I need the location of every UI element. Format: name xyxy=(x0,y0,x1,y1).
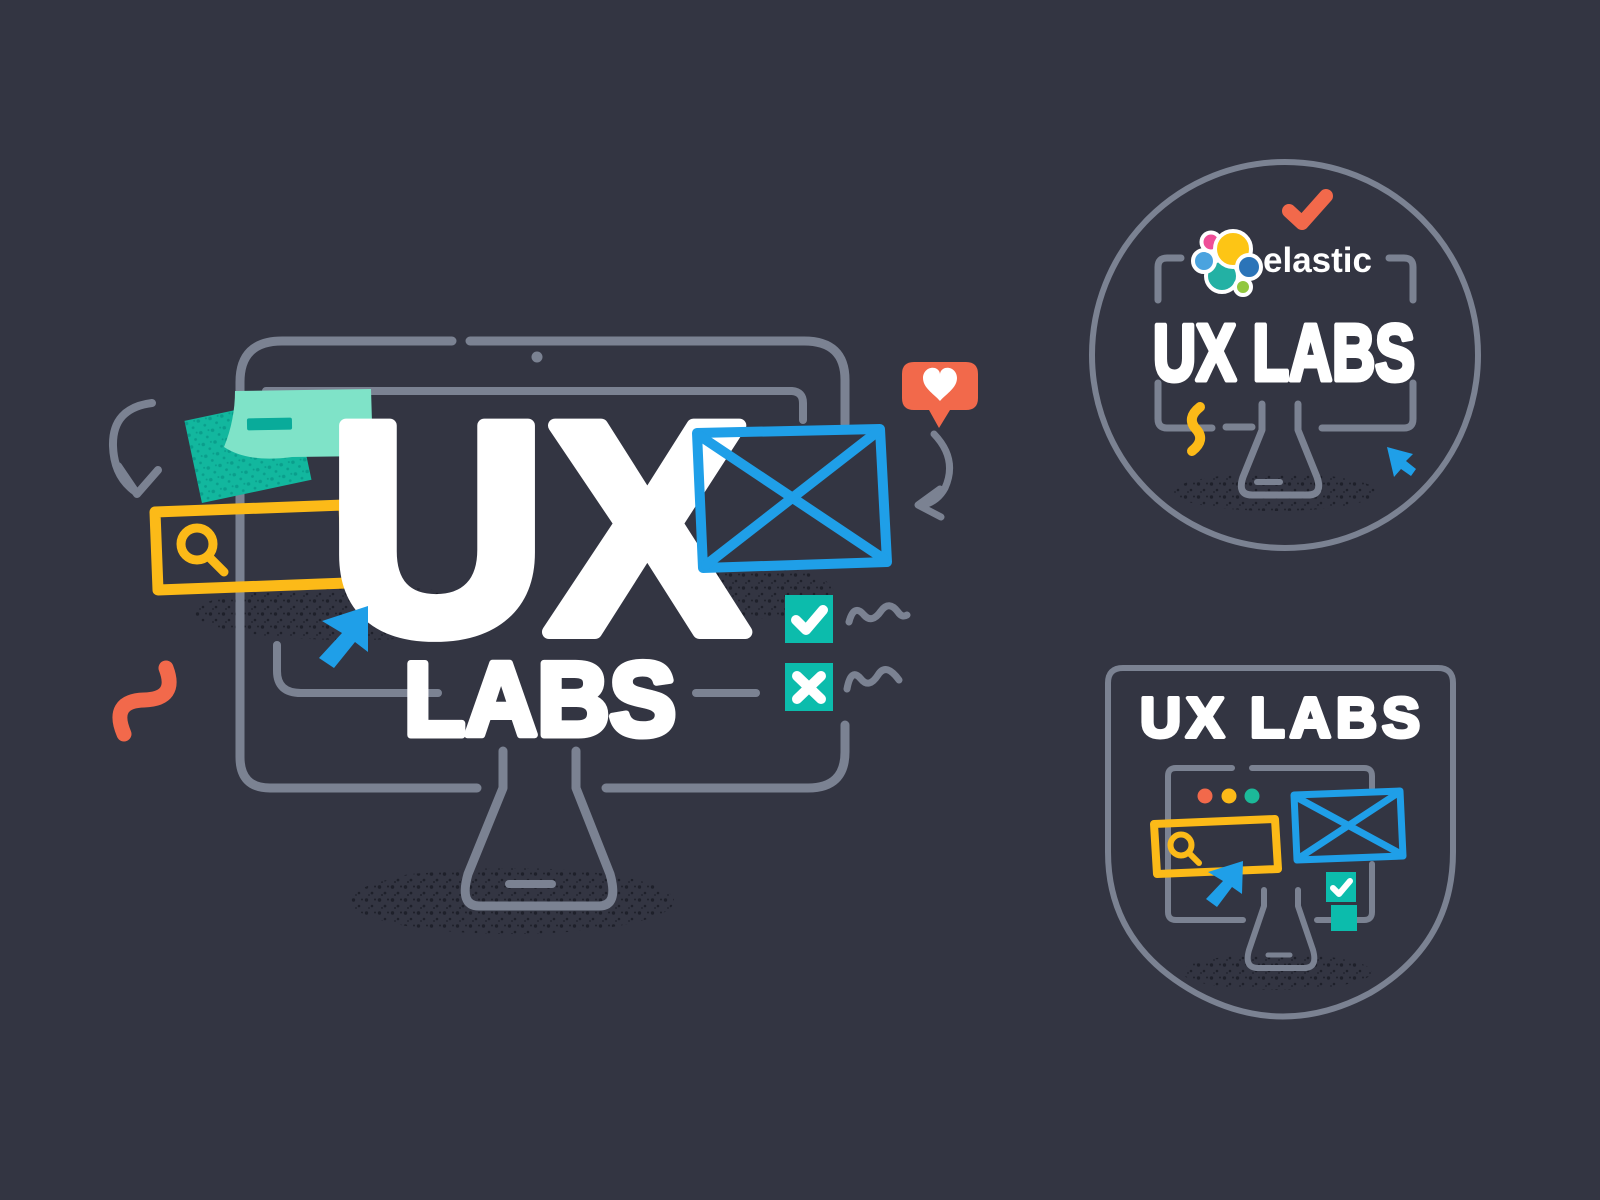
yellow-squiggle xyxy=(1186,402,1206,456)
shield-check-square-icon xyxy=(1326,872,1356,902)
shield-cursor-icon xyxy=(1206,861,1243,907)
shield-outline xyxy=(1105,665,1456,1020)
image-placeholder-icon xyxy=(692,424,892,573)
main-word-labs: LABS xyxy=(404,642,676,758)
shield-badge-title: UX LABS xyxy=(1140,686,1420,750)
circle-badge-monitor xyxy=(1154,254,1417,499)
shield-image-placeholder-icon xyxy=(1290,787,1407,864)
curved-arrow-left-icon xyxy=(108,399,162,498)
browser-dots xyxy=(1197,788,1260,804)
dot-orange xyxy=(1197,788,1213,804)
camera-dot xyxy=(531,351,543,363)
elastic-wordmark: elastic xyxy=(1263,241,1372,280)
search-bar xyxy=(149,499,353,596)
shield-search-icon xyxy=(1167,831,1202,866)
sticky-note-front xyxy=(224,389,373,459)
orange-squiggle xyxy=(112,660,177,742)
sticky-notes-icon xyxy=(184,389,373,504)
elastic-logo xyxy=(1191,229,1263,297)
circle-badge-title: UX LABS xyxy=(1153,308,1415,397)
main-illustration: UX LABS xyxy=(108,336,978,934)
stipple-shadows xyxy=(194,567,834,934)
scribble-lines xyxy=(843,602,911,693)
dot-yellow xyxy=(1221,788,1237,804)
heart-icon xyxy=(923,367,957,401)
dot-teal xyxy=(1244,788,1260,804)
circle-outline xyxy=(1089,159,1481,551)
checkmark-icon xyxy=(1282,189,1333,230)
shield-monitor xyxy=(1165,765,1375,971)
curved-arrow-right-icon xyxy=(914,430,954,521)
cursor-icon xyxy=(319,606,368,668)
search-icon xyxy=(176,523,229,577)
shield-badge: UX LABS xyxy=(1105,665,1456,1020)
shield-badge-shadow xyxy=(1182,954,1372,990)
flask-stand xyxy=(460,746,618,911)
monitor-outline xyxy=(235,336,850,793)
circle-badge: elastic UX LABS xyxy=(1089,159,1481,551)
shield-teal-square xyxy=(1331,905,1357,931)
shield-search-bar xyxy=(1150,815,1282,878)
small-cursor-icon xyxy=(1387,447,1416,477)
main-word-ux: UX xyxy=(328,360,749,696)
heart-notification-icon xyxy=(902,362,978,428)
x-square-icon xyxy=(785,663,833,711)
check-square-icon xyxy=(785,595,833,643)
